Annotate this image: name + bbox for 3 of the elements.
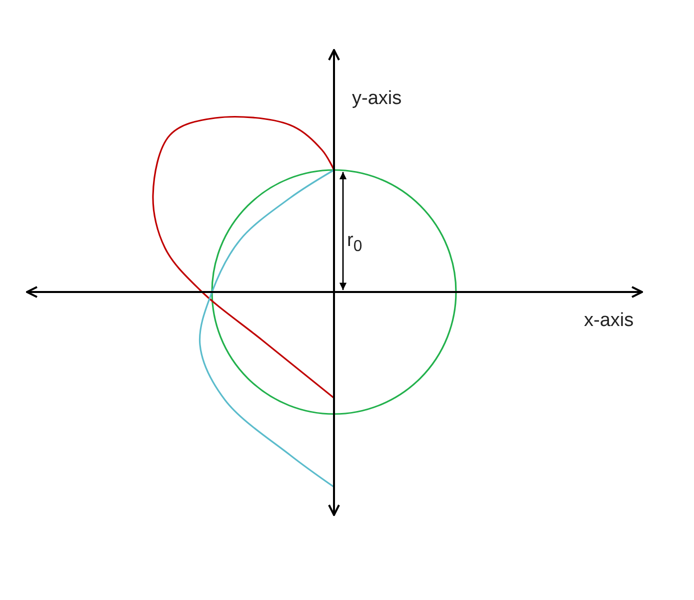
axis-label: y-axis: [352, 88, 402, 110]
radius-label: r$_{0}$: [347, 230, 362, 256]
axis-label: x-axis: [584, 310, 634, 332]
